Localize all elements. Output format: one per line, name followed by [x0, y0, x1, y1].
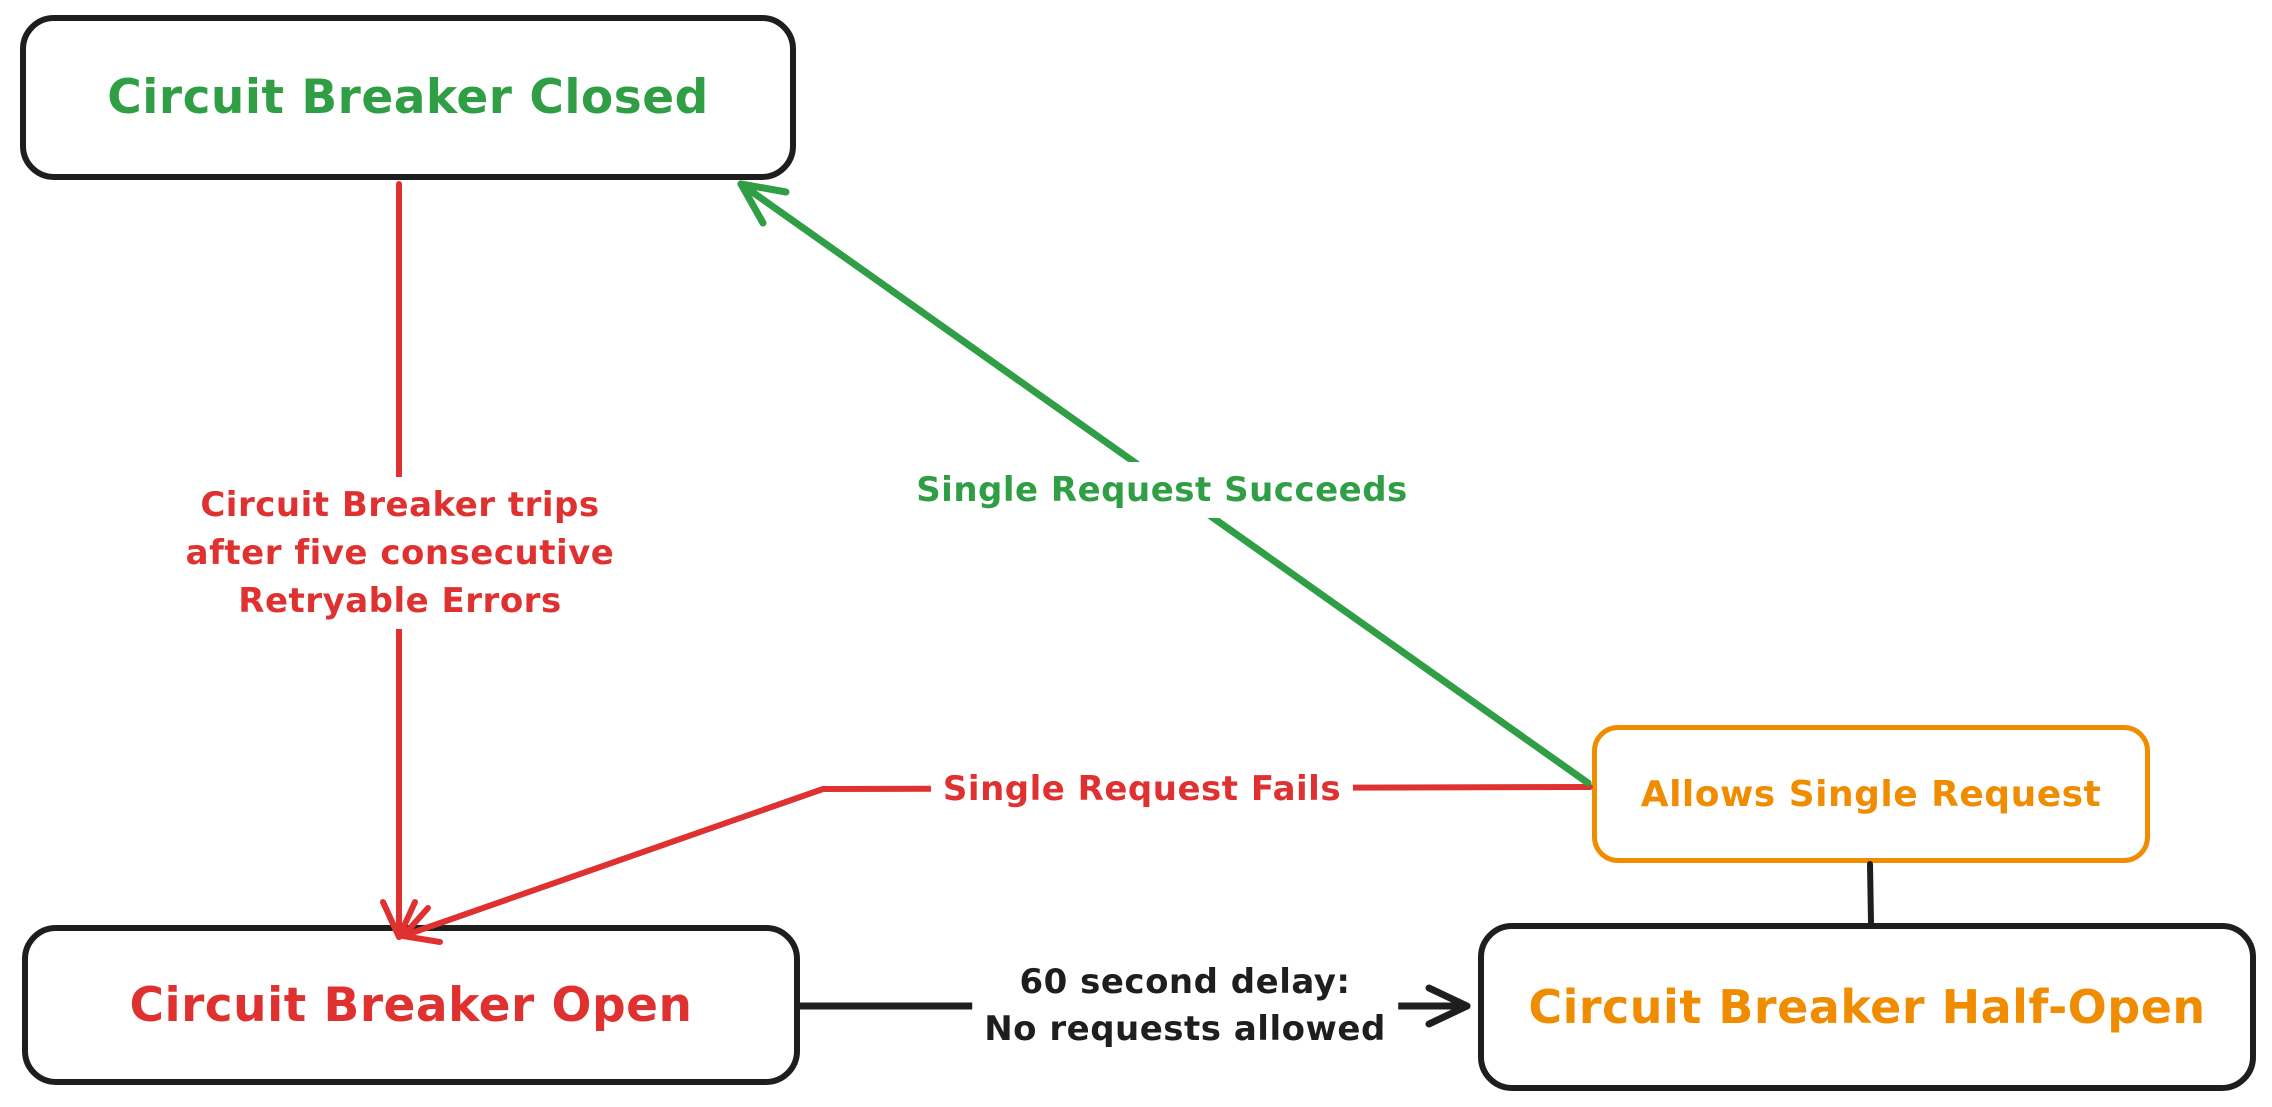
edge-label-trips-line3: Retryable Errors: [238, 581, 562, 621]
edge-label-trips-line1: Circuit Breaker trips: [200, 485, 600, 525]
edge-label-fails: Single Request Fails: [930, 765, 1354, 813]
state-label-half-open: Circuit Breaker Half-Open: [1528, 980, 2206, 1034]
state-label-allows-single-request: Allows Single Request: [1640, 773, 2102, 815]
edge-label-delay: 60 second delay: No requests allowed: [972, 955, 1398, 1057]
state-box-circuit-breaker-closed: Circuit Breaker Closed: [20, 15, 796, 180]
state-label-open: Circuit Breaker Open: [129, 977, 693, 1033]
edge-label-delay-line2: No requests allowed: [984, 1009, 1386, 1049]
state-box-circuit-breaker-half-open: Circuit Breaker Half-Open: [1478, 923, 2256, 1091]
state-box-circuit-breaker-open: Circuit Breaker Open: [22, 925, 800, 1085]
edge-label-delay-line1: 60 second delay:: [1019, 962, 1351, 1002]
edge-label-succeeds: Single Request Succeeds: [904, 462, 1420, 518]
state-box-allows-single-request: Allows Single Request: [1592, 725, 2150, 863]
edge-label-trips-line2: after five consecutive: [185, 533, 615, 573]
connector-half-open-allows: [1867, 861, 1874, 925]
state-label-closed: Circuit Breaker Closed: [107, 70, 709, 125]
edge-label-trips: Circuit Breaker trips after five consecu…: [173, 477, 627, 629]
